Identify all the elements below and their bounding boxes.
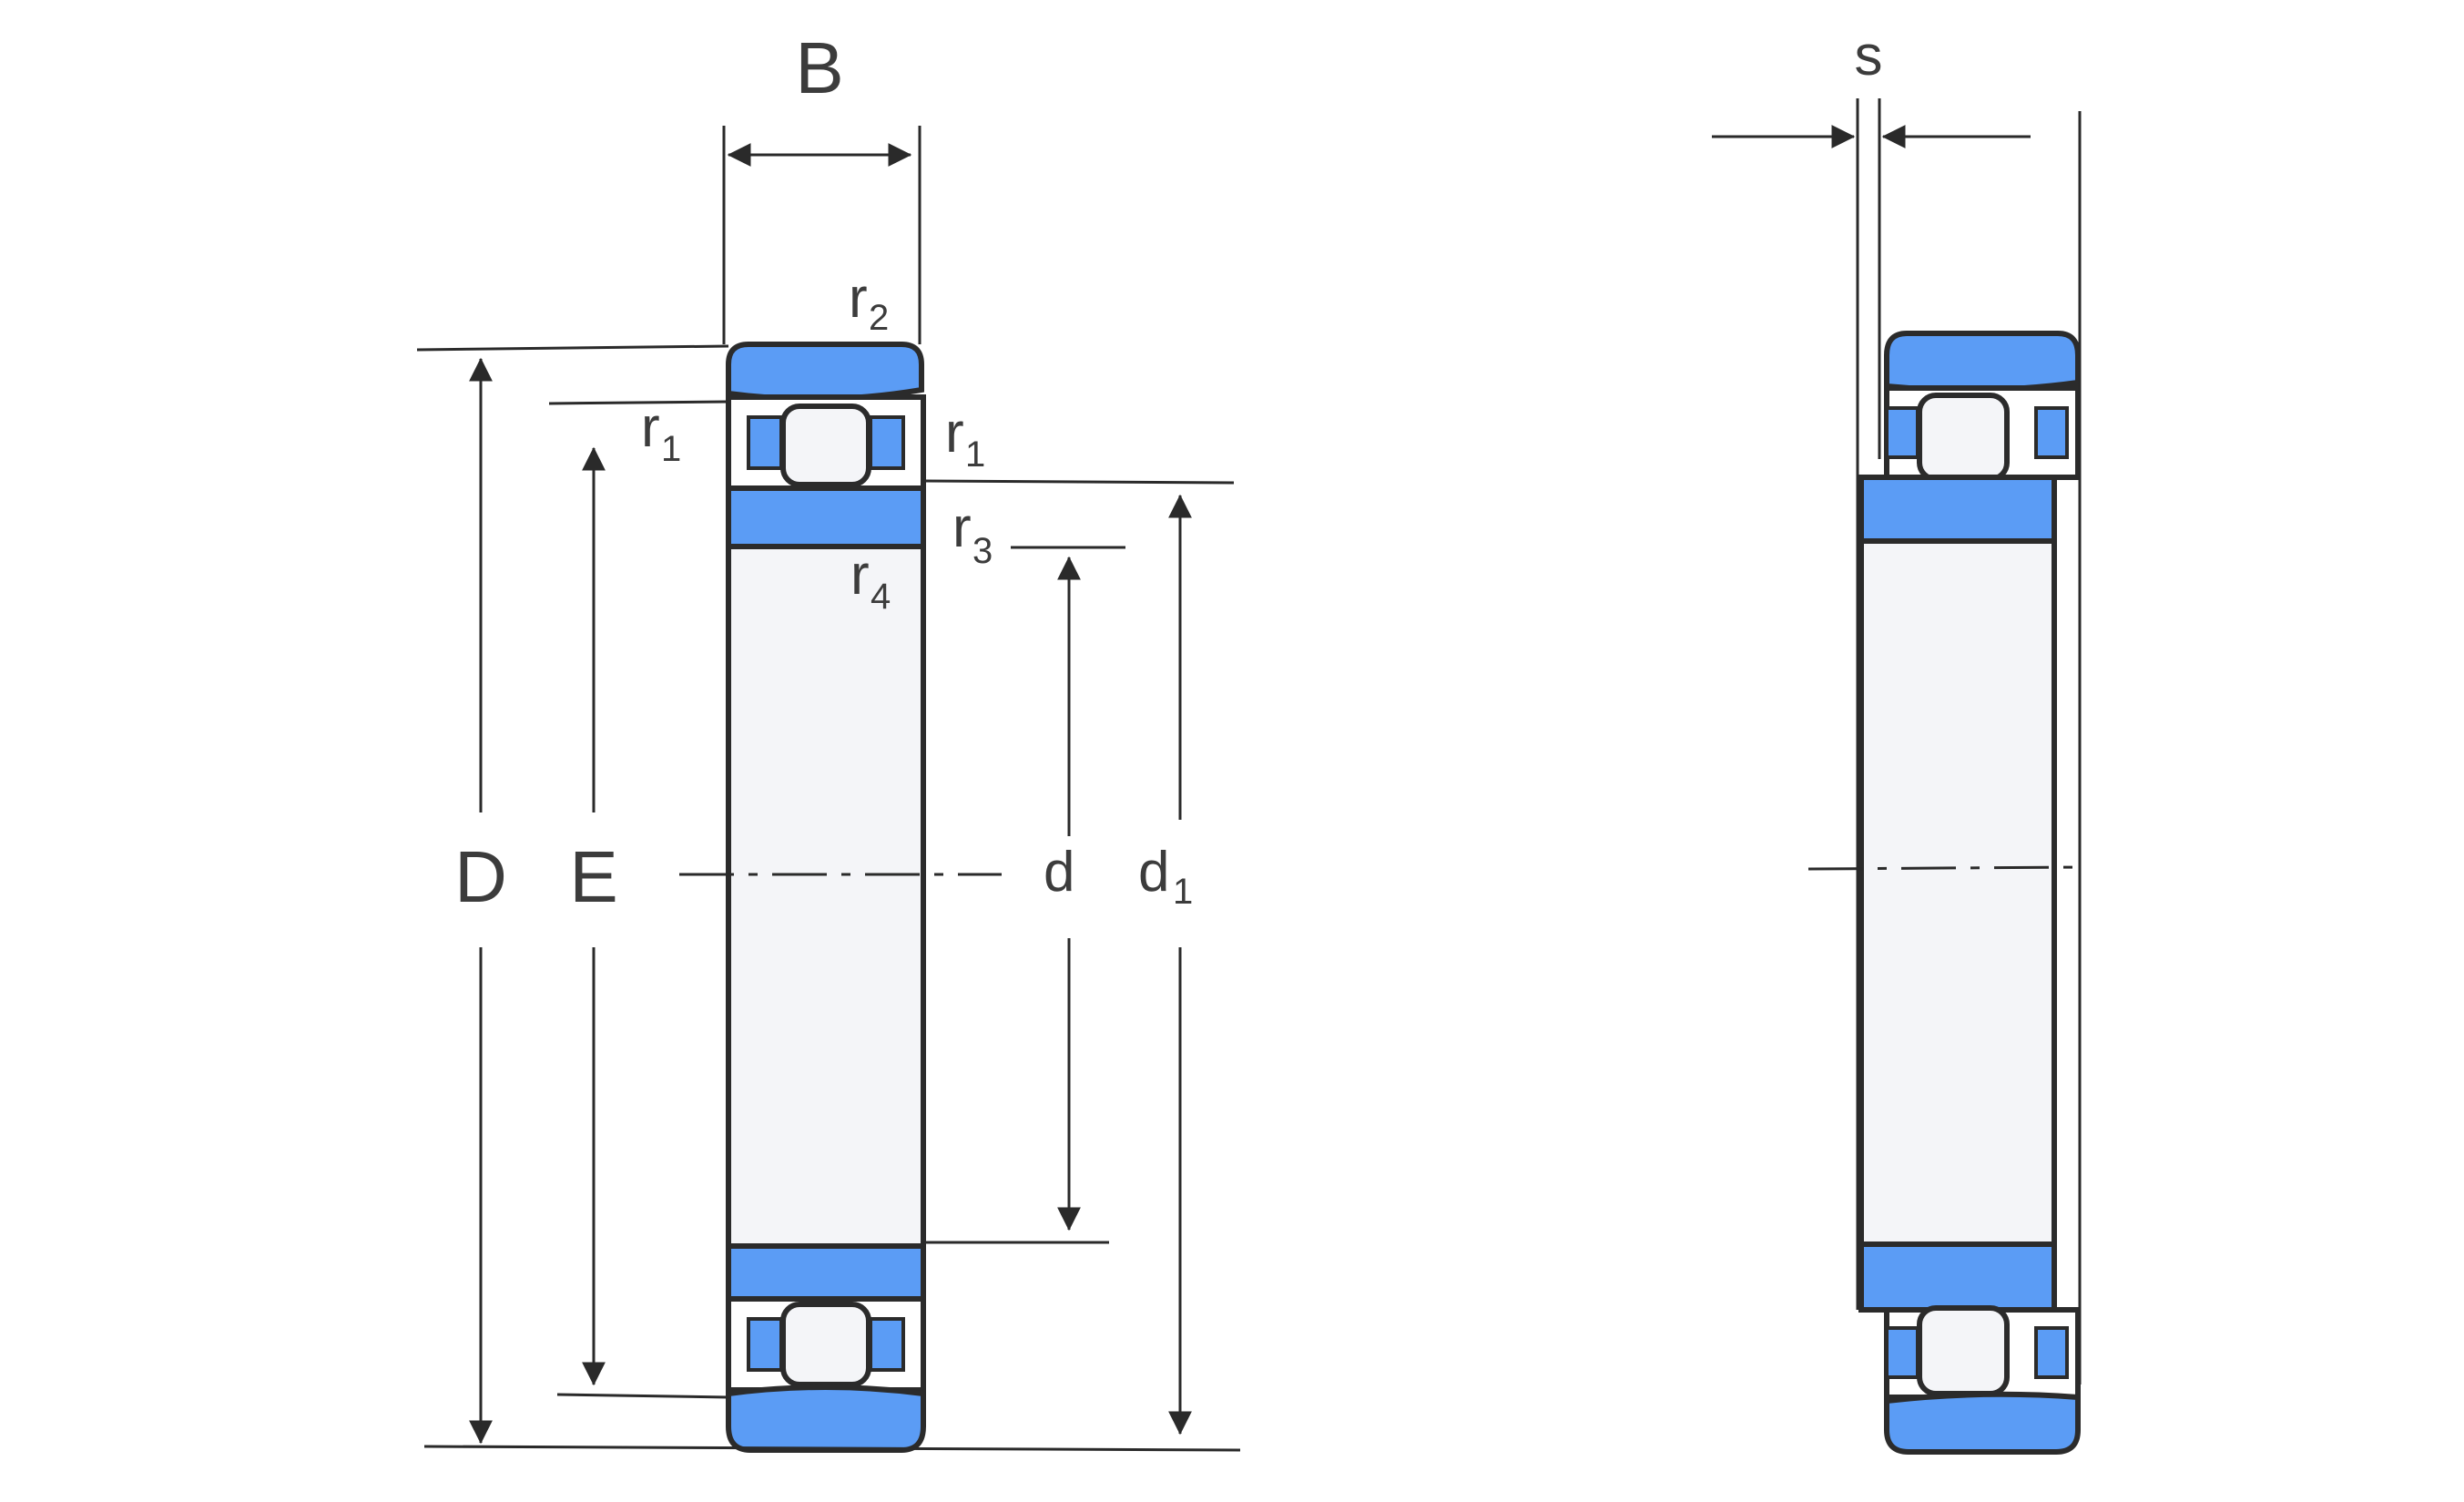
label-r1-right: r bbox=[945, 402, 964, 465]
label-r1-left-sub: 1 bbox=[661, 429, 681, 469]
right-bearing-section bbox=[1858, 331, 2081, 1455]
centerline-right bbox=[1807, 865, 2086, 871]
top-cage-left bbox=[747, 415, 783, 470]
right-top-outer-ring bbox=[1884, 331, 2081, 393]
label-r3: r bbox=[952, 496, 972, 559]
label-r3-sub: 3 bbox=[972, 531, 993, 571]
right-bottom-roller bbox=[1917, 1305, 2010, 1396]
right-bore-area bbox=[1858, 538, 2057, 1247]
right-top-inner-ring bbox=[1858, 475, 2057, 544]
top-outer-ring bbox=[726, 342, 924, 403]
right-top-roller bbox=[1917, 393, 2010, 482]
label-r2: r bbox=[849, 267, 868, 330]
top-inner-ring bbox=[726, 485, 926, 549]
bottom-cage-right bbox=[869, 1317, 905, 1372]
label-d: d bbox=[1044, 841, 1074, 904]
bottom-inner-ring bbox=[726, 1243, 926, 1302]
extension-lines bbox=[416, 126, 1241, 1452]
right-bottom-cage-right bbox=[2034, 1326, 2069, 1379]
left-bearing-section bbox=[726, 342, 926, 1453]
bottom-roller bbox=[780, 1302, 871, 1387]
bottom-outer-ring bbox=[726, 1384, 926, 1453]
right-extension-lines bbox=[1856, 98, 2082, 1384]
label-s: s bbox=[1855, 25, 1883, 87]
right-bottom-inner-ring bbox=[1858, 1241, 2057, 1313]
right-bottom-cage-left bbox=[1885, 1326, 1919, 1379]
top-cage-right bbox=[869, 415, 905, 470]
label-r1-right-sub: 1 bbox=[965, 434, 985, 475]
label-r4-sub: 4 bbox=[871, 577, 891, 617]
bottom-cage-left bbox=[747, 1317, 783, 1372]
label-D: D bbox=[454, 836, 507, 917]
label-E: E bbox=[569, 836, 617, 917]
top-roller bbox=[780, 404, 871, 487]
label-r4: r bbox=[850, 544, 870, 607]
label-r1-left: r bbox=[641, 396, 660, 459]
label-B: B bbox=[795, 27, 843, 108]
label-r2-sub: 2 bbox=[869, 298, 889, 338]
label-d1: d bbox=[1138, 841, 1169, 904]
label-d1-sub: 1 bbox=[1173, 872, 1193, 912]
bore-area bbox=[726, 544, 926, 1249]
right-top-cage-left bbox=[1885, 406, 1919, 459]
right-top-cage-right bbox=[2034, 406, 2069, 459]
right-bottom-outer-ring bbox=[1884, 1391, 2081, 1455]
